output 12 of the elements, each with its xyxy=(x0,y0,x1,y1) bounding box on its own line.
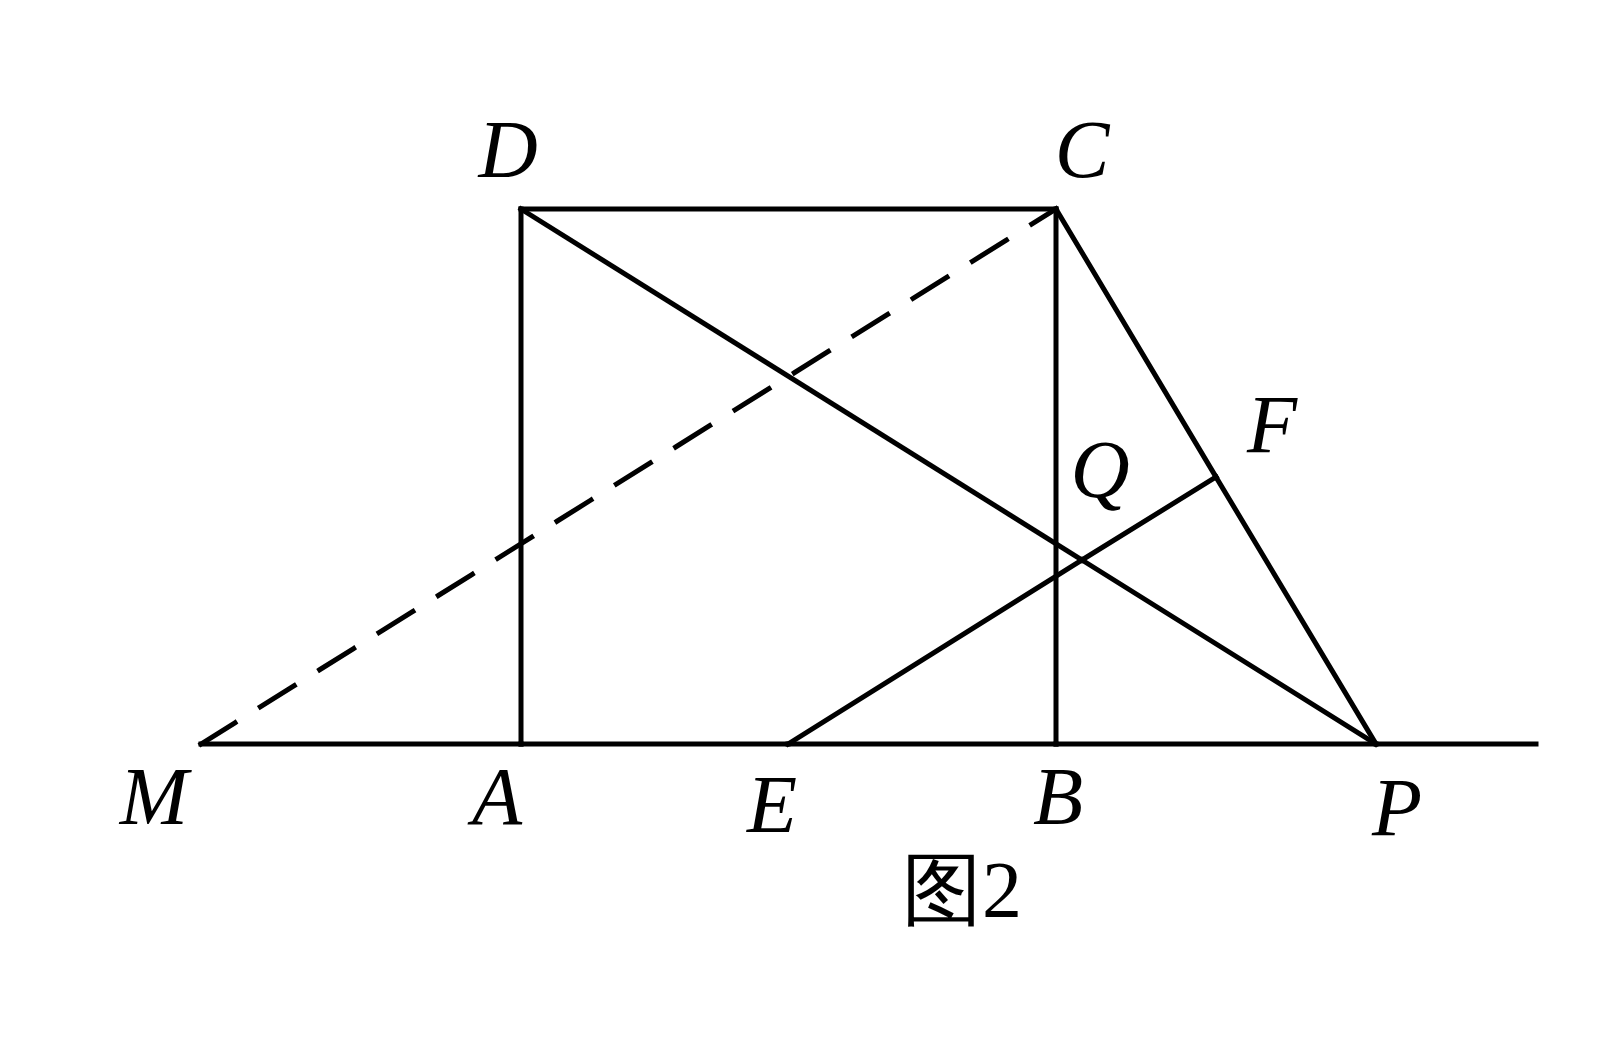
figure-caption: 图2 xyxy=(902,850,1022,930)
line-segment xyxy=(1373,741,1539,747)
point-label: E xyxy=(746,764,798,846)
point-label: C xyxy=(1054,109,1110,191)
line-segment xyxy=(1053,206,1059,747)
line-segment xyxy=(1079,474,1219,563)
point-label: F xyxy=(1246,384,1298,466)
point-label: B xyxy=(1032,756,1084,838)
point-label: Q xyxy=(1070,429,1130,511)
point-label: D xyxy=(478,109,538,191)
point-label: P xyxy=(1371,767,1423,849)
dashed-line xyxy=(198,206,1059,747)
